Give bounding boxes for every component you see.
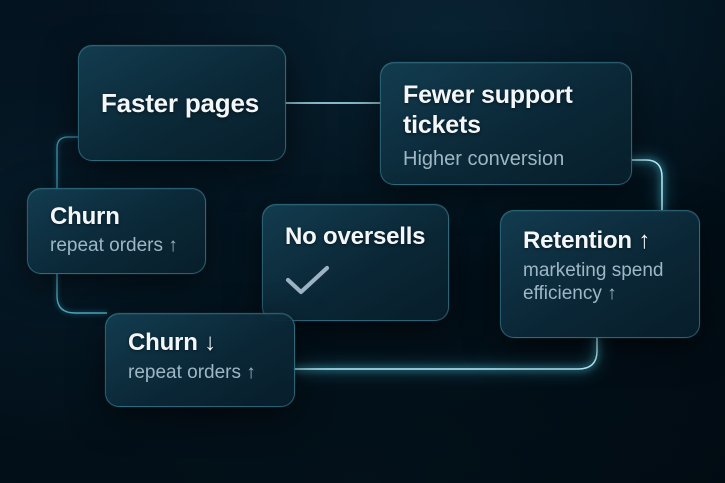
card-churn-top[interactable]: Churn repeat orders ↑ [27, 188, 206, 274]
card-fewer-support-tickets[interactable]: Fewer support tickets Higher conversion [380, 62, 632, 185]
card-subtitle: Higher conversion [403, 148, 565, 170]
connector-churn-top-to-churn-bottom [55, 274, 107, 315]
check-icon [285, 266, 330, 295]
card-title: Churn ↓ [128, 329, 216, 356]
connector-faster-to-churn-top [55, 135, 78, 190]
card-title: No oversells [285, 223, 426, 250]
card-title: Fewer support tickets [403, 81, 573, 139]
card-retention[interactable]: Retention ↑ marketing spend efficiency ↑ [500, 210, 700, 338]
card-faster-pages[interactable]: Faster pages [78, 45, 286, 161]
connector-support-to-retention [630, 158, 664, 212]
card-no-oversells[interactable]: No oversells [262, 204, 449, 321]
card-title: Faster pages [101, 87, 260, 118]
connector-churn-bottom-to-retention [293, 337, 600, 372]
card-subtitle: repeat orders ↑ [128, 362, 256, 384]
card-title: Churn [50, 203, 120, 230]
card-subtitle: marketing spend efficiency ↑ [523, 260, 664, 305]
card-title: Retention ↑ [523, 227, 651, 254]
card-churn-bottom[interactable]: Churn ↓ repeat orders ↑ [105, 313, 295, 407]
card-subtitle: repeat orders ↑ [50, 235, 178, 257]
